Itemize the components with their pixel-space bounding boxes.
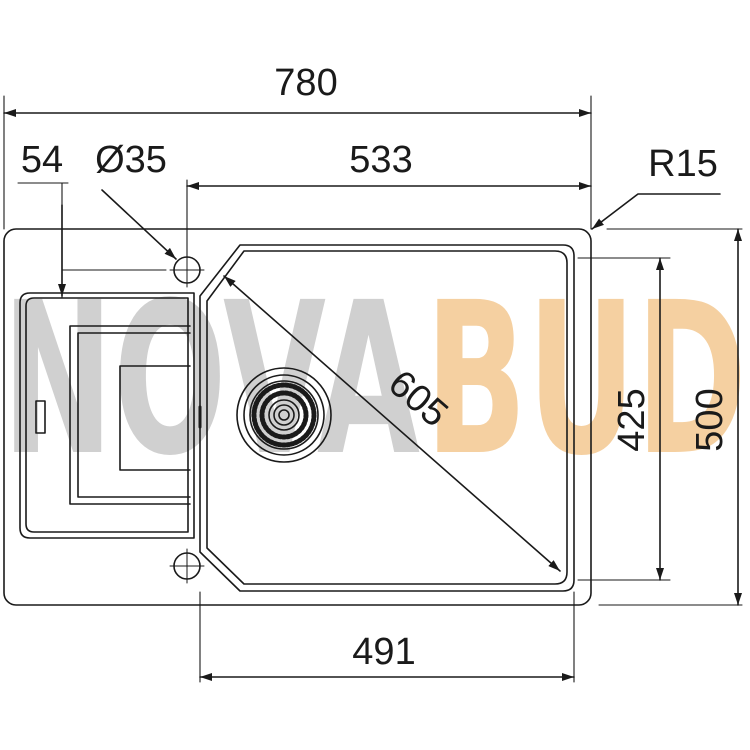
label-diameter: Ø35 [95,139,167,181]
drainer-rib-outer [69,325,191,505]
label-radius: R15 [648,143,718,185]
label-533: 533 [349,139,412,181]
label-54: 54 [21,139,63,181]
dim-line-605 [223,275,561,572]
sink-outline [3,228,592,606]
bowl-outline-inner [206,250,568,585]
dim-line-diameter-leader [101,189,177,260]
label-500: 500 [689,388,731,451]
label-491: 491 [352,631,415,673]
tap-hole-bottom [169,548,205,584]
dim-line-radius-leader [591,193,721,230]
watermark-text-right: BUD [425,257,747,502]
label-425: 425 [611,388,653,451]
drainer-outline-outer [19,292,195,539]
label-780: 780 [274,62,337,104]
drainer-rib-inner [119,365,191,471]
overflow-slot [35,400,46,434]
bowl-outline-outer [199,244,575,592]
drainer-rib-middle [77,332,191,498]
drainer-outline-inner [25,297,189,533]
